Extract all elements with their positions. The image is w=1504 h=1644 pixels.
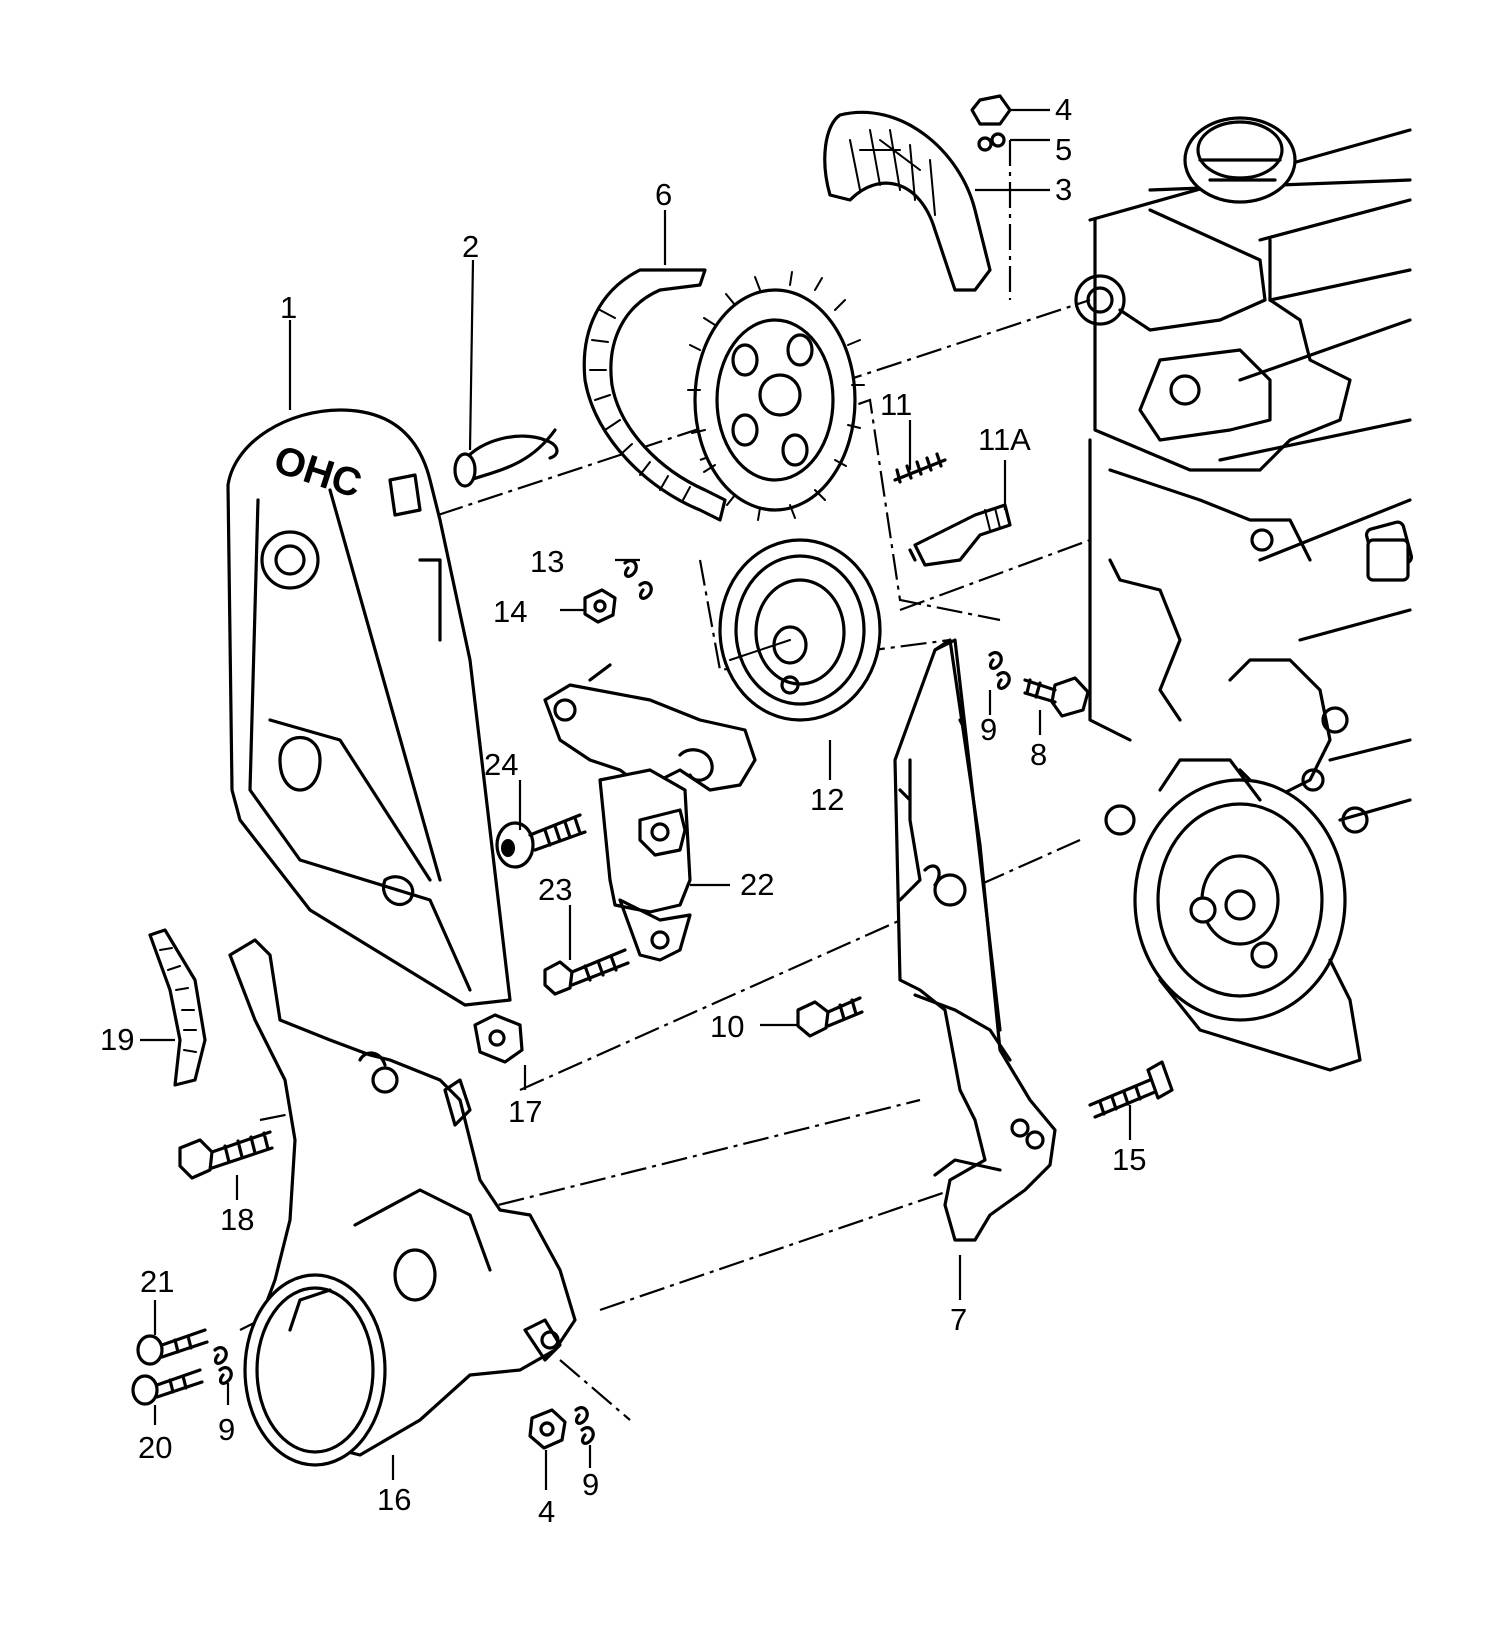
callout-12: 12 xyxy=(810,782,844,817)
tension-pulley xyxy=(718,538,882,722)
callout-9-left: 9 xyxy=(218,1412,235,1447)
nut-17 xyxy=(473,1013,524,1064)
rear-belt-cover xyxy=(823,110,992,292)
seal-strip xyxy=(148,928,207,1087)
washer-9-right xyxy=(988,651,1011,690)
bolt-20 xyxy=(131,1368,204,1406)
callout-10: 10 xyxy=(710,1009,744,1044)
callout-20: 20 xyxy=(138,1430,172,1465)
engine-block xyxy=(1074,116,1414,1072)
callout-11a: 11A xyxy=(978,422,1031,457)
bolt-21 xyxy=(136,1328,209,1366)
rear-bracket-plate xyxy=(893,638,1057,1242)
washer-top xyxy=(977,132,1006,152)
callout-23: 23 xyxy=(538,872,572,907)
nut-14 xyxy=(583,588,617,624)
upper-timing-belt-cover: OHC xyxy=(226,408,512,1007)
tensioner-bracket xyxy=(543,663,757,962)
bolt-24 xyxy=(495,813,587,869)
nut-4-bottom xyxy=(528,1408,567,1450)
callout-9-right: 9 xyxy=(980,712,997,747)
callout-4-top: 4 xyxy=(1055,92,1072,127)
callout-6: 6 xyxy=(655,177,672,212)
callout-14: 14 xyxy=(493,594,527,629)
callout-7: 7 xyxy=(950,1302,967,1337)
washer-9-bottom xyxy=(574,1406,595,1445)
nut-top xyxy=(970,94,1012,126)
stud-bolt xyxy=(908,503,1012,567)
bolt-18 xyxy=(178,1130,274,1180)
bolt-8 xyxy=(1023,676,1090,718)
callout-4-bottom: 4 xyxy=(538,1494,555,1529)
bolt-10 xyxy=(796,996,864,1038)
leader-lines xyxy=(140,108,1132,1490)
camshaft-sprocket xyxy=(687,271,865,521)
callout-labels: 1 2 3 4 5 6 7 8 9 10 11 11A 12 13 14 15 … xyxy=(100,92,1146,1529)
callout-15: 15 xyxy=(1112,1142,1146,1177)
callout-17: 17 xyxy=(508,1094,542,1129)
lower-timing-belt-cover xyxy=(228,938,577,1467)
washer-9-left xyxy=(213,1346,233,1385)
callout-8: 8 xyxy=(1030,737,1047,772)
callout-1: 1 xyxy=(280,290,297,325)
callout-19: 19 xyxy=(100,1022,134,1057)
callout-3: 3 xyxy=(1055,172,1072,207)
callout-24: 24 xyxy=(484,747,518,782)
callout-21: 21 xyxy=(140,1264,174,1299)
callout-13: 13 xyxy=(530,544,564,579)
callout-2: 2 xyxy=(462,229,479,264)
stud xyxy=(893,452,947,484)
callout-16: 16 xyxy=(377,1482,411,1517)
callout-5: 5 xyxy=(1055,132,1072,167)
bolt-23 xyxy=(543,948,630,996)
callout-11: 11 xyxy=(880,387,912,422)
callout-22: 22 xyxy=(740,867,774,902)
washer-13 xyxy=(623,559,653,600)
bolt-15 xyxy=(1088,1060,1174,1119)
timing-belt xyxy=(582,268,727,522)
callout-18: 18 xyxy=(220,1202,254,1237)
callout-9-bottom: 9 xyxy=(582,1467,599,1502)
clip xyxy=(453,428,559,488)
